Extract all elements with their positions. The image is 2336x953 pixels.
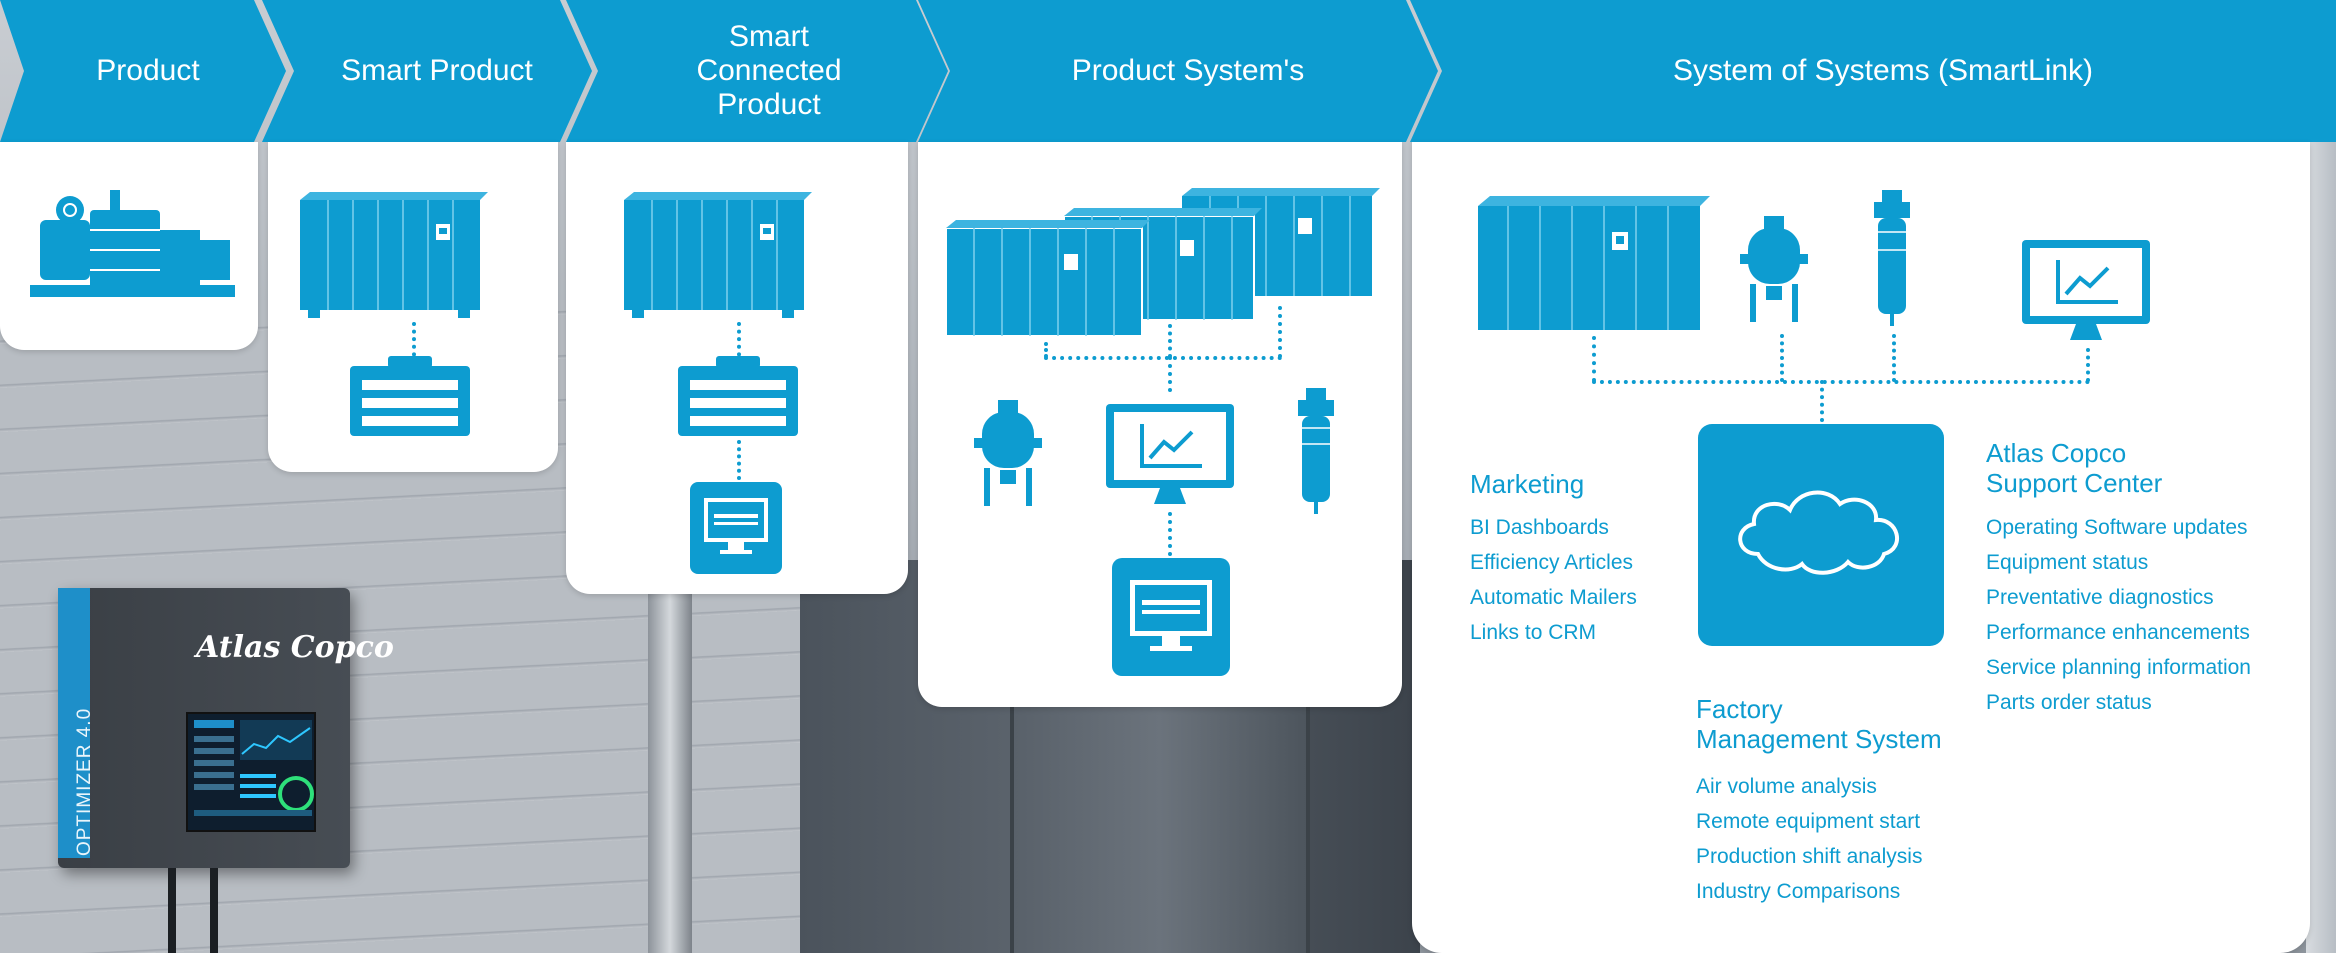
cabinet-compressor-icon [1478, 196, 1710, 330]
list-item: Preventative diagnostics [1986, 586, 2214, 609]
stage-label: Product System's [1071, 54, 1305, 87]
list-item: Links to CRM [1470, 621, 1597, 644]
right-wall [2306, 140, 2336, 953]
factory-list: Air volume analysis Remote equipment sta… [1696, 769, 1922, 909]
support-list: Operating Software updates Equipment sta… [1986, 510, 2251, 720]
compressor-icon [30, 190, 235, 297]
list-item: Performance enhancements [1986, 621, 2250, 644]
stage-product-systems: Product System's [918, 0, 1438, 142]
marketing-title: Marketing [1470, 469, 1585, 499]
atlas-copco-logo: Atlas Copco [196, 630, 394, 665]
cabinet-compressor-icon [945, 220, 1150, 337]
connector-line [1168, 512, 1172, 556]
monitor-chart-icon [2022, 240, 2150, 340]
computer-icon [1112, 558, 1230, 676]
stage-smart-product: Smart Product [262, 0, 592, 142]
controller-icon [678, 356, 798, 436]
list-item: Service planning information [1986, 656, 2251, 679]
connector-line [2086, 348, 2090, 382]
cabinet-compressor-icon [300, 192, 488, 318]
card-system-of-systems: Marketing BI Dashboards Efficiency Artic… [1412, 142, 2310, 953]
cabinet-compressor-icon [624, 192, 812, 318]
list-item: Industry Comparisons [1696, 880, 1901, 903]
connector-line [1780, 334, 1784, 382]
marketing-list: BI Dashboards Efficiency Articles Automa… [1470, 510, 1637, 650]
connector-line [1892, 334, 1896, 382]
connector-line [412, 322, 416, 364]
factory-title-line: Factory [1696, 694, 1783, 724]
stage-label: Product [96, 54, 200, 87]
computer-icon [690, 482, 782, 574]
door-panel [1010, 700, 1310, 953]
dryer-icon [974, 400, 1042, 506]
list-item: BI Dashboards [1470, 516, 1609, 539]
cable [168, 868, 176, 953]
list-item: Equipment status [1986, 551, 2149, 574]
card-product-systems [918, 142, 1402, 707]
filter-icon [1298, 388, 1334, 514]
metal-column [648, 560, 692, 953]
connector-line [1820, 380, 1824, 422]
connector-line [1592, 336, 1596, 382]
device-screen [186, 712, 316, 832]
connector-line [1592, 380, 2090, 384]
list-item: Production shift analysis [1696, 845, 1923, 868]
card-product [0, 142, 258, 350]
connector-line [1168, 356, 1172, 392]
stage-smart-connected-product: Smart Connected Product [566, 0, 948, 142]
filter-icon [1874, 190, 1910, 326]
device-strip [58, 588, 90, 858]
support-title-line: Support Center [1986, 468, 2163, 498]
factory-title: Factory Management System [1696, 694, 1942, 754]
stage-product: Product [0, 0, 286, 142]
list-item: Automatic Mailers [1470, 586, 1637, 609]
list-item: Efficiency Articles [1470, 551, 1634, 574]
connector-line [1168, 324, 1172, 358]
list-item: Operating Software updates [1986, 516, 2248, 539]
stage-label: System of Systems (SmartLink) [1672, 54, 2094, 87]
support-title: Atlas Copco Support Center [1986, 438, 2162, 498]
card-smart-connected-product [566, 142, 908, 594]
cable [210, 868, 218, 953]
connector-line [737, 322, 741, 364]
connector-line [1278, 306, 1282, 358]
dryer-icon [1740, 216, 1808, 322]
connector-line [1044, 342, 1048, 358]
stage-label: Smart Connected Product [696, 20, 842, 121]
stage-label: Smart Product [341, 54, 533, 87]
list-item: Parts order status [1986, 691, 2152, 714]
support-title-line: Atlas Copco [1986, 438, 2127, 468]
connector-line [737, 440, 741, 480]
card-smart-product [268, 142, 558, 472]
cloud-icon [1698, 424, 1944, 646]
controller-icon [350, 356, 470, 436]
connector-line [1044, 356, 1282, 360]
device-label: OPTIMIZER 4.0 [74, 707, 95, 856]
stage-system-of-systems: System of Systems (SmartLink) [1410, 0, 2336, 142]
list-item: Remote equipment start [1696, 810, 1921, 833]
factory-title-line: Management System [1696, 724, 1942, 754]
monitor-chart-icon [1106, 404, 1234, 504]
list-item: Air volume analysis [1696, 775, 1877, 798]
